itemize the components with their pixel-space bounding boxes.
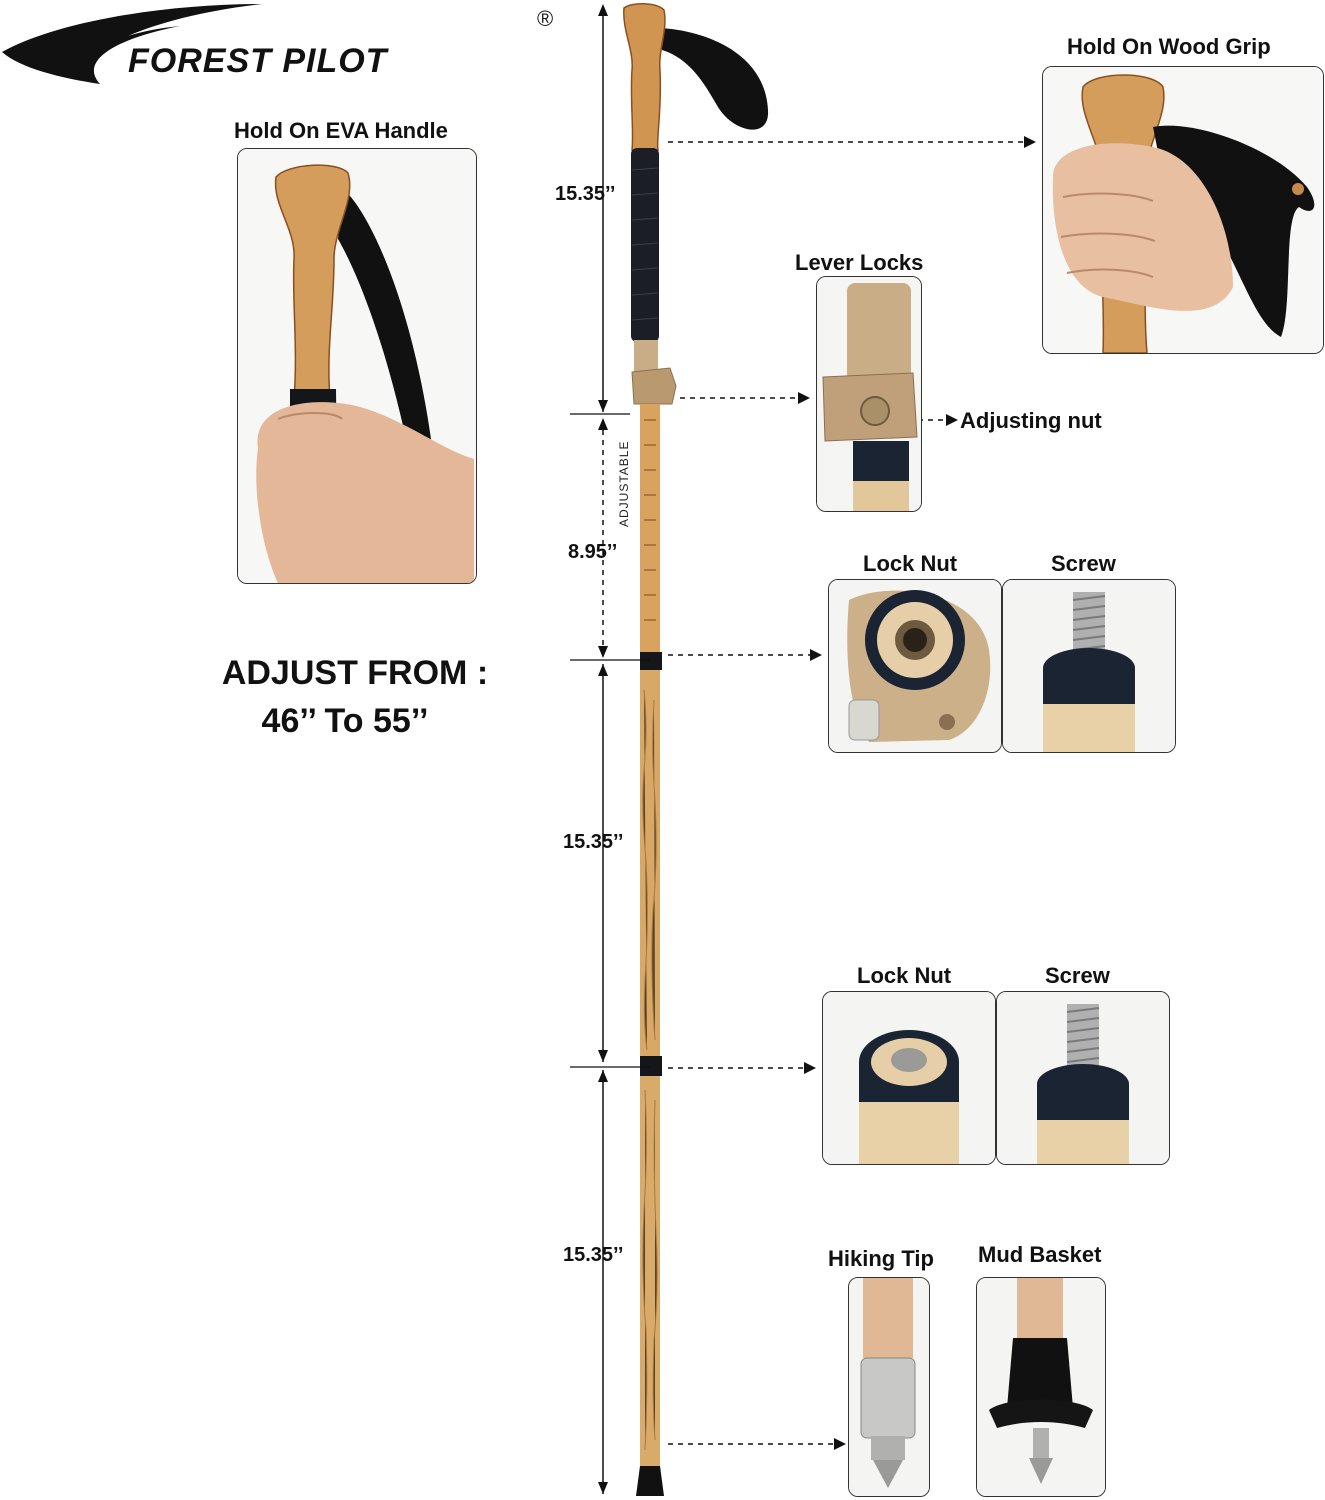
rubber-tip — [636, 1466, 664, 1496]
lever-locks-panel — [816, 276, 922, 512]
lock-nut-panel-2 — [822, 991, 996, 1165]
screw-photo-2 — [997, 992, 1169, 1164]
adjustable-shaft — [640, 404, 660, 654]
mud-basket-photo — [977, 1278, 1105, 1496]
brand-name: FOREST PILOT — [128, 42, 388, 80]
adjusting-nut-label: Adjusting nut — [960, 408, 1102, 433]
eva-handle-panel — [237, 148, 477, 584]
brand-logo: FOREST PILOT — [0, 0, 530, 90]
strap-icon — [660, 28, 769, 130]
pole-illustration — [623, 3, 769, 1496]
wood-grip — [623, 3, 666, 151]
dimension-section-1: 15.35’’ — [555, 183, 616, 205]
lock-nut-label-2: Lock Nut — [857, 963, 952, 988]
dimension-adjustable: 8.95’’ — [568, 541, 618, 563]
logo-swoosh-icon — [2, 4, 262, 84]
mud-basket-label: Mud Basket — [978, 1242, 1102, 1267]
adjust-range-line1: ADJUST FROM : — [221, 654, 489, 692]
wood-grip-photo — [1043, 67, 1323, 353]
registered-mark: ® — [537, 6, 554, 31]
screw-panel-1 — [1002, 579, 1176, 753]
screw-panel-2 — [996, 991, 1170, 1165]
hiking-tip-label: Hiking Tip — [828, 1246, 934, 1271]
screw-label-2: Screw — [1045, 963, 1110, 988]
lever-lock-photo — [817, 277, 921, 511]
lever-lock — [631, 367, 677, 405]
dimension-section-3: 15.35’’ — [563, 1244, 624, 1266]
wood-grip-label: Hold On Wood Grip — [1067, 34, 1271, 59]
wood-grip-panel — [1042, 66, 1324, 354]
dimension-lines — [570, 4, 650, 1494]
hiking-tip-panel — [848, 1277, 930, 1497]
lever-locks-label: Lever Locks — [795, 250, 924, 275]
lock-nut-photo-2 — [823, 992, 995, 1164]
lock-nut-panel-1 — [828, 579, 1002, 753]
screw-label-1: Screw — [1051, 551, 1116, 576]
screw-photo-1 — [1003, 580, 1175, 752]
lock-nut-label-1: Lock Nut — [863, 551, 958, 576]
joint-band — [640, 1056, 662, 1076]
joint-band — [640, 652, 662, 670]
middle-section — [640, 670, 660, 1058]
dimension-section-2: 15.35’’ — [563, 831, 624, 853]
mud-basket-panel — [976, 1277, 1106, 1497]
lock-nut-photo-1 — [829, 580, 1001, 752]
eva-handle-photo — [238, 149, 476, 583]
adjust-range-line2: 46’’ To 55’’ — [261, 702, 429, 740]
eva-handle-label: Hold On EVA Handle — [234, 118, 448, 143]
hiking-tip-photo — [849, 1278, 929, 1496]
